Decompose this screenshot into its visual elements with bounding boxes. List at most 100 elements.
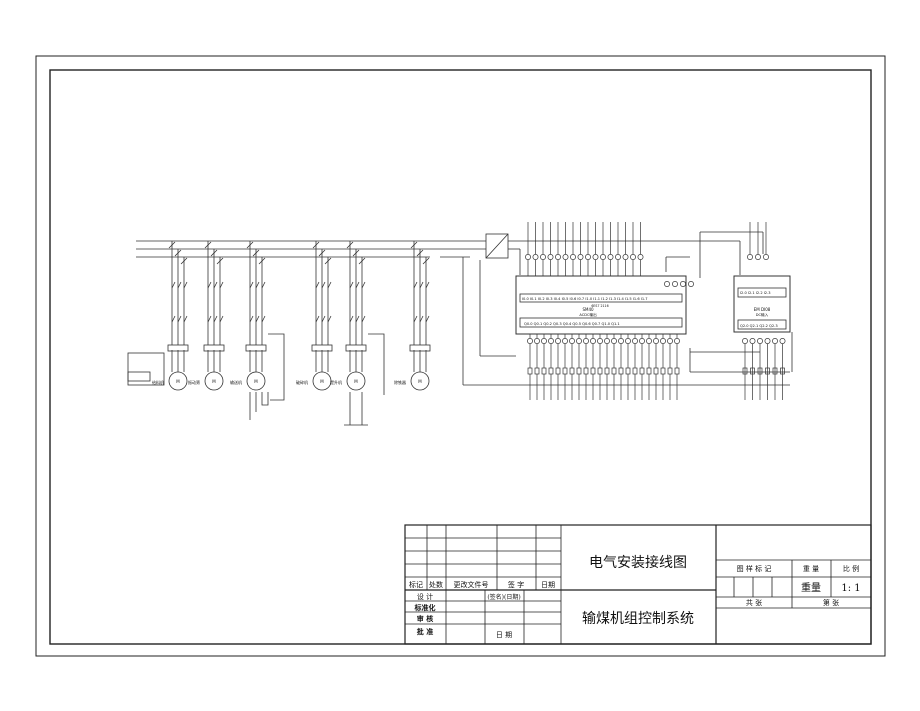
drawing-title: 电气安装接线图 (589, 554, 687, 571)
motor-m-label: M (354, 379, 358, 384)
input-terminal (562, 254, 569, 260)
output-terminal (569, 338, 575, 344)
output-terminal (653, 338, 659, 344)
input-terminal (600, 254, 606, 260)
motor-m-label: M (254, 379, 258, 384)
input-terminal (547, 254, 554, 260)
aux-terminal (664, 281, 670, 287)
input-terminal (585, 254, 591, 260)
motor-m-label: M (176, 379, 180, 384)
rev-header-mark: 标记 (409, 580, 423, 589)
motor-branch: 破碎机 M (296, 241, 333, 391)
plc-expansion-module (733, 275, 791, 333)
output-terminal (625, 338, 631, 344)
rev-header-date: 日期 (541, 581, 555, 589)
input-terminal (607, 254, 614, 260)
input-terminal (622, 254, 629, 260)
output-terminal (646, 338, 652, 344)
output-terminal (597, 338, 603, 344)
output-terminal (604, 338, 610, 344)
scale-label: 比 例 (843, 564, 859, 573)
motor-symbol (346, 371, 366, 391)
wiring-schematic (136, 231, 793, 386)
motor-label: 输送机 (230, 379, 242, 385)
motor-symbol (410, 371, 430, 391)
plc-cpu-module (515, 275, 687, 335)
output-terminal (632, 338, 638, 344)
motor-symbol (312, 371, 332, 391)
output-terminal (674, 338, 680, 344)
motor-branch: 给料机 M (152, 241, 189, 391)
motor-symbol (204, 371, 224, 391)
input-terminal (615, 254, 621, 260)
ext-output-terminal (779, 338, 786, 344)
sheet-no-label: 第 张 (823, 598, 839, 607)
plc-ext-name: EM DI08 (754, 307, 771, 312)
plc-module-name: SM40 (582, 307, 594, 312)
output-terminal (527, 338, 533, 344)
input-terminal (637, 254, 644, 260)
input-terminal (570, 254, 576, 260)
branch-extra-wiring (127, 333, 385, 426)
output-terminal (576, 338, 582, 344)
sign-row-review: 审 核 (417, 614, 433, 623)
motor-label: 给料机 (152, 379, 164, 385)
rev-header-count: 处数 (429, 580, 443, 589)
output-terminal (562, 338, 568, 344)
sign-date-label: (签名)(日期) (487, 593, 520, 601)
motor-label: 提升机 (330, 379, 342, 385)
output-terminal (548, 338, 554, 344)
input-terminal (577, 254, 584, 260)
aux-terminal (672, 281, 678, 287)
system-name: 输煤机组控制系统 (582, 611, 694, 627)
motor-branch: 输送机 M (230, 241, 267, 391)
plc-module-code: 6ES7 2116 (591, 304, 608, 308)
output-terminal (660, 338, 666, 344)
output-terminal (590, 338, 596, 344)
output-terminal (667, 338, 673, 344)
plc-ext-sub: DC输入 (756, 312, 769, 317)
input-terminal (540, 254, 546, 260)
input-terminal (555, 254, 561, 260)
motor-branch: 提升机 M (330, 241, 367, 391)
output-terminal (639, 338, 645, 344)
input-terminal (592, 254, 599, 260)
sign-row-approve: 批 准 (417, 627, 433, 636)
scale-value: 1: 1 (841, 583, 860, 594)
inner-border (49, 69, 872, 645)
input-terminal (532, 254, 539, 260)
plc-input-header: I0.0 I0.1 I0.2 I0.3 I0.4 I0.5 I0.6 I0.7 … (522, 297, 648, 301)
stage-label: 图 样 标 记 (737, 564, 772, 573)
output-terminal (583, 338, 589, 344)
plc-ext-out-header: Q2.0 Q2.1 Q2.2 Q2.3 (740, 324, 778, 328)
ext-output-terminal (749, 338, 756, 344)
terminal-group (525, 222, 786, 400)
aux-terminal (680, 281, 686, 287)
total-sheets-label: 共 张 (746, 598, 762, 607)
ext-output-terminal (772, 338, 778, 344)
output-terminal (541, 338, 547, 344)
motor-m-label: M (320, 379, 324, 384)
rev-header-doc: 更改文件号 (454, 580, 489, 589)
plc-module-sub: ACDC输出 (579, 312, 597, 317)
aux-terminal (688, 281, 694, 287)
ext-input-terminal (763, 254, 769, 260)
input-terminal (525, 254, 531, 260)
motor-symbol (246, 371, 266, 391)
output-terminal (555, 338, 561, 344)
output-terminal (534, 338, 540, 344)
sign-row-design: 设 计 (417, 592, 433, 601)
title-block (404, 524, 872, 645)
motor-label: 除铁器 (394, 379, 406, 385)
ext-output-terminal (757, 338, 763, 344)
motor-label: 破碎机 (296, 379, 308, 385)
plc-ext-header: I2.0 I2.1 I2.2 I2.3 (740, 291, 771, 295)
ext-input-terminal (747, 254, 753, 260)
motor-label: 振动筛 (188, 379, 200, 385)
power-supply-box (485, 233, 509, 259)
ext-output-terminal (742, 338, 748, 344)
